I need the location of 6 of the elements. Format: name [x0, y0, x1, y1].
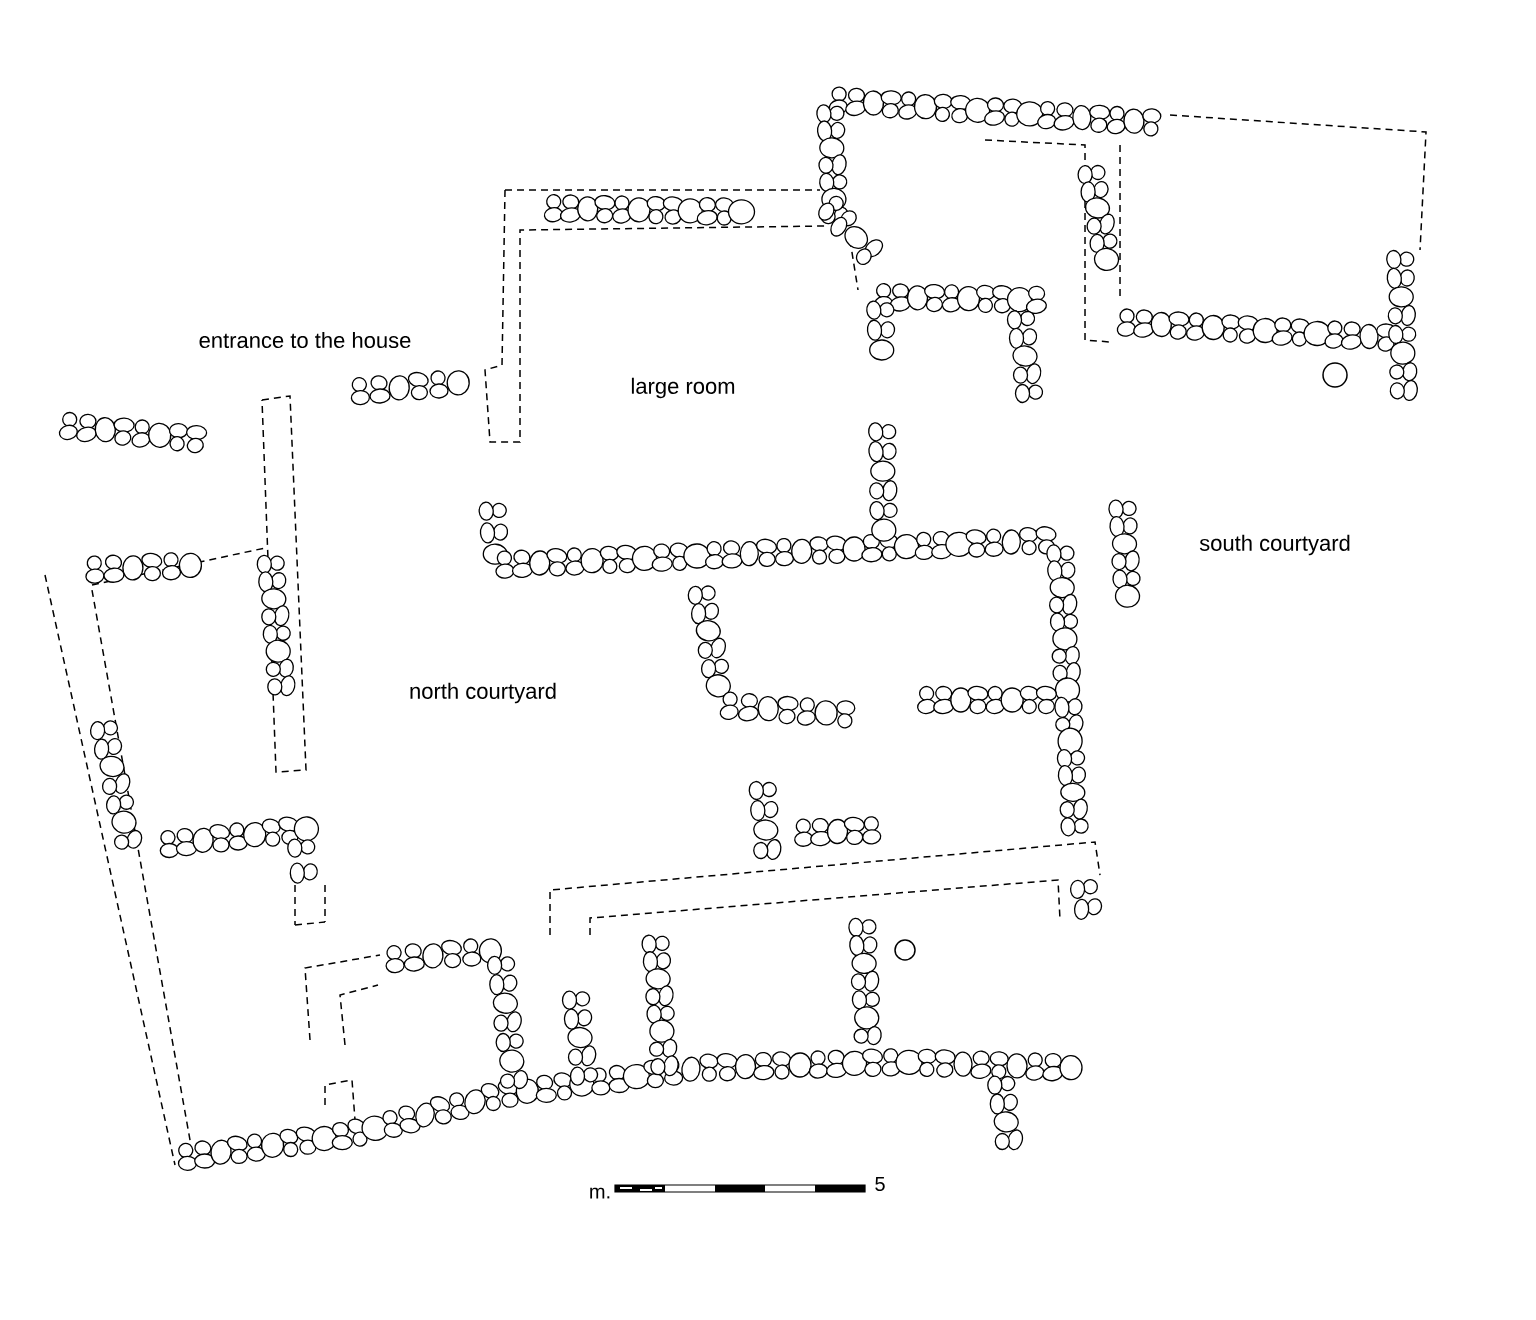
scale-label: 5 — [875, 1177, 885, 1191]
room-label: large room — [631, 377, 735, 399]
room-label: entrance to the house — [199, 331, 411, 349]
scale-label: m. — [590, 1187, 610, 1199]
room-label: south courtyard — [1199, 534, 1350, 556]
room-label: north courtyard — [410, 682, 556, 704]
